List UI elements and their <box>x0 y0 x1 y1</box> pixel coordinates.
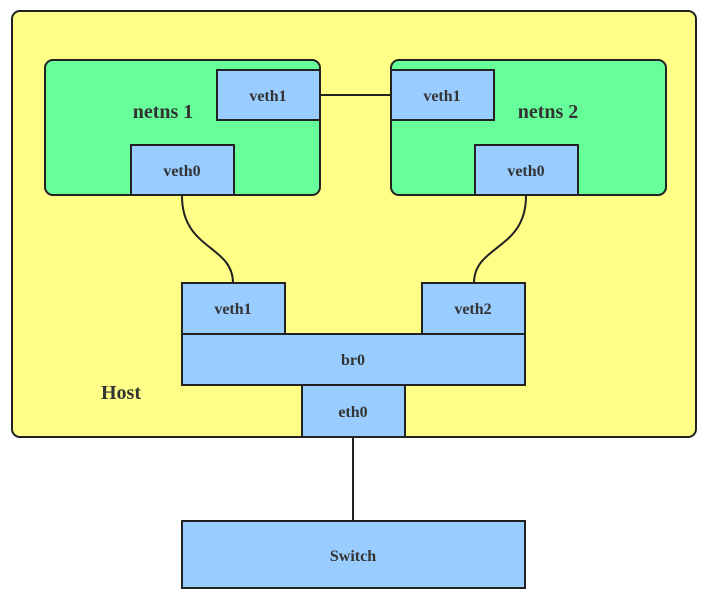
netns1-veth1-box <box>216 69 321 121</box>
netns2-veth1-label: veth1 <box>423 88 460 105</box>
eth0-label: eth0 <box>338 404 367 421</box>
host-label: Host <box>101 382 141 404</box>
netns2-label: netns 2 <box>518 101 579 123</box>
netns1-label: netns 1 <box>133 101 194 123</box>
cable-netns2-to-bridge <box>473 195 527 284</box>
bridge-br0-label: br0 <box>341 352 365 369</box>
netns1-veth0-label: veth0 <box>163 163 200 180</box>
cable-netns1-to-bridge <box>181 195 234 284</box>
netns2-veth0-label: veth0 <box>507 163 544 180</box>
netns1-veth0-box <box>130 144 235 196</box>
bridge-port-veth2-label: veth2 <box>454 301 491 318</box>
netns2-veth0-box <box>474 144 579 196</box>
netns1-veth1-label: veth1 <box>249 88 286 105</box>
switch-box <box>181 520 526 589</box>
bridge-br0-box <box>181 333 526 386</box>
bridge-port-veth1-label: veth1 <box>214 301 251 318</box>
switch-label: Switch <box>330 548 376 565</box>
netns2-veth1-box <box>390 69 495 121</box>
